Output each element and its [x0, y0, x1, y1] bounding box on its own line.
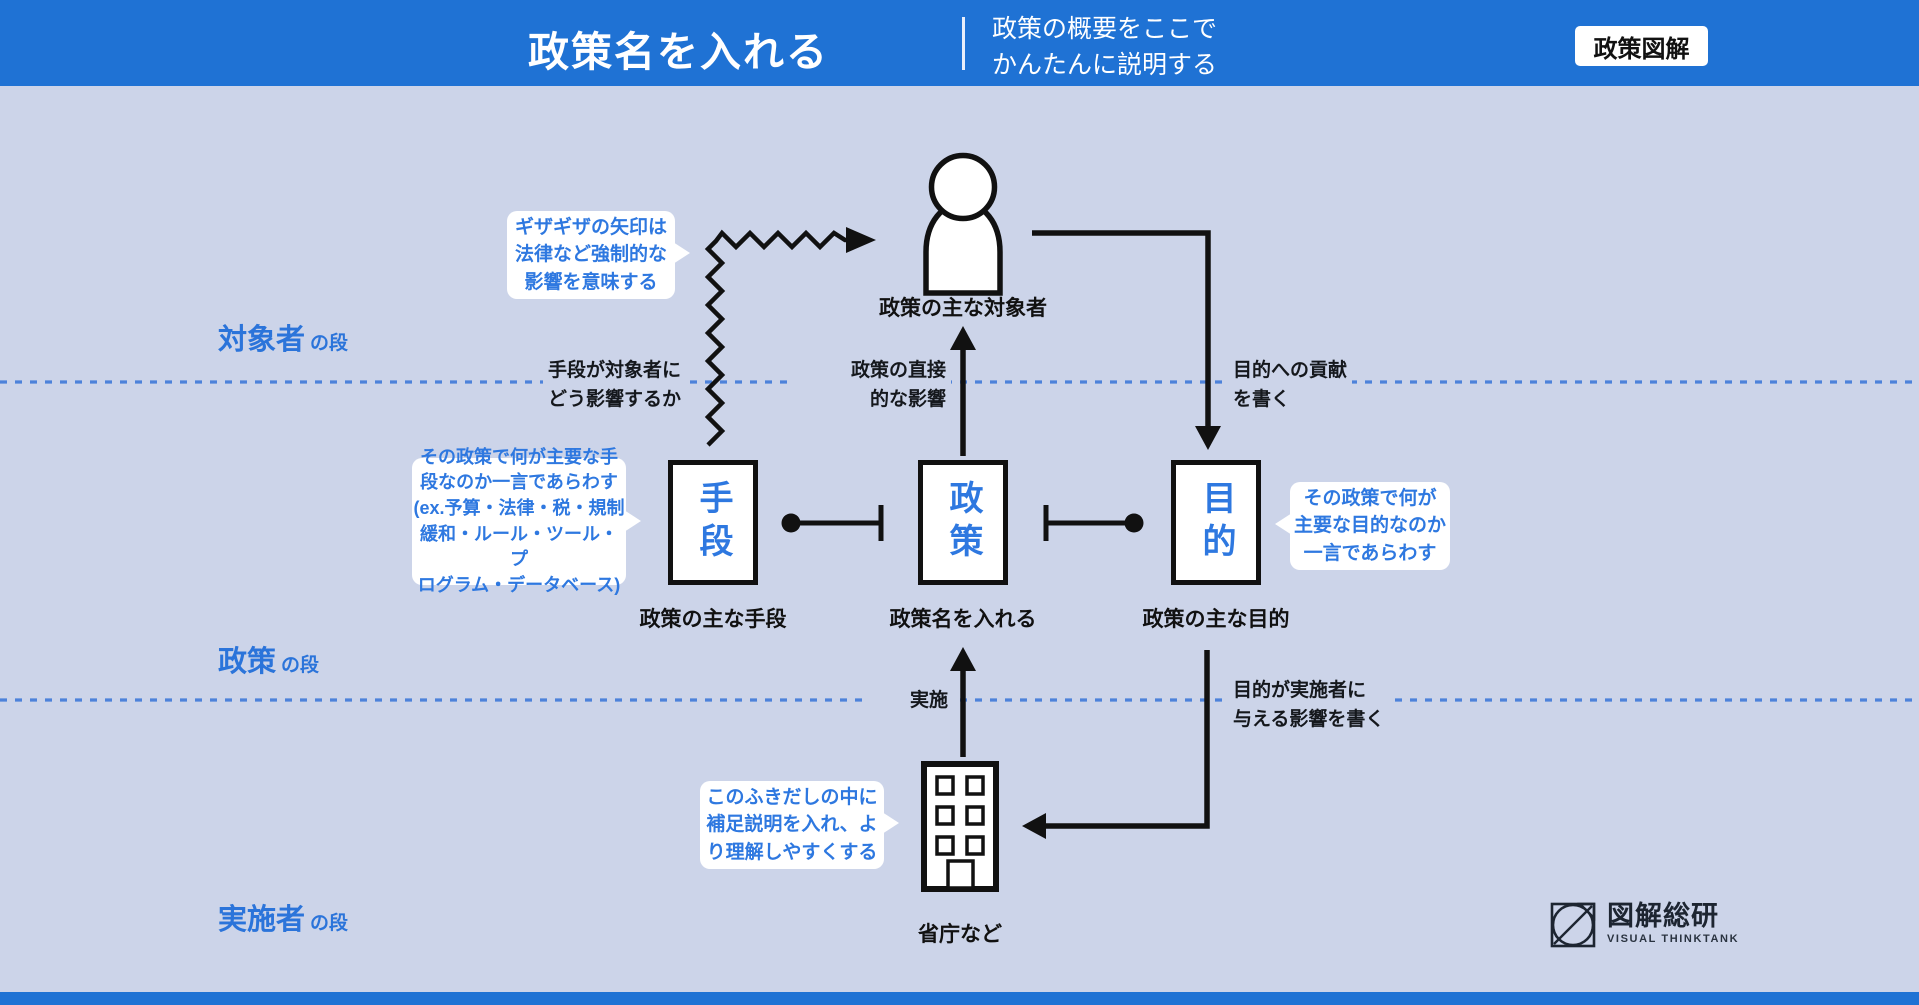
callout-means: その政策で何が主要な手 段なのか一言であらわす (ex.予算・法律・税・規制 緩…	[412, 447, 641, 595]
tier-name: 実施者	[218, 904, 306, 936]
target-to-purpose-arrow	[1032, 230, 1221, 450]
tier-label-implementer: 実施者の段	[218, 896, 348, 938]
means-box: 手段	[668, 460, 758, 585]
footer-bar	[0, 992, 1919, 1005]
callout-tail	[882, 812, 899, 834]
tier-name: 対象者	[218, 324, 306, 356]
callout-tail	[673, 242, 690, 264]
diagram-type-badge: 政策図解	[1575, 26, 1708, 66]
implementer-to-policy-arrow	[950, 647, 976, 757]
tier-label-policy: 政策の段	[218, 638, 319, 680]
callout-zigzag-text: ギザギザの矢印は 法律など強制的な 影響を意味する	[514, 216, 667, 293]
header-bar: 政策名を入れる 政策の概要をここで かんたんに説明する 政策図解	[0, 0, 1919, 86]
edge-label-implement: 実施	[868, 686, 953, 717]
policy-box: 政策	[918, 460, 1008, 585]
building-icon	[921, 761, 999, 892]
tier-suffix: の段	[310, 913, 349, 934]
policy-purpose-connector	[1043, 505, 1144, 541]
logo-name: 図解総研	[1607, 901, 1719, 931]
policy-node-label: 政策名を入れる	[889, 608, 1037, 631]
purpose-box-text: 目的	[1197, 479, 1235, 566]
implementer-node-label: 省庁など	[918, 923, 1002, 946]
page-title: 政策名を入れる	[528, 29, 829, 75]
tier-suffix: の段	[310, 333, 349, 354]
policy-to-target-arrow	[950, 326, 976, 456]
tier-suffix: の段	[281, 655, 320, 676]
visual-thinktank-logo: 図解総研 VISUAL THINKTANK	[1550, 902, 1739, 948]
logo-tagline: VISUAL THINKTANK	[1607, 933, 1740, 946]
callout-implementer: このふきだしの中に 補足説明を入れ、よ り理解しやすくする	[700, 781, 899, 869]
purpose-node-label: 政策の主な目的	[1142, 608, 1290, 631]
policy-box-text: 政策	[944, 479, 982, 566]
callout-purpose: その政策で何が 主要な目的なのか 一言であらわす	[1275, 482, 1450, 570]
purpose-to-implementer-arrow	[1022, 650, 1210, 839]
means-policy-connector	[781, 505, 884, 541]
edge-label-means-to-target: 手段が対象者に どう影響するか	[543, 356, 687, 415]
edge-label-purpose-to-implementer: 目的が実施者に 与える影響を書く	[1228, 676, 1390, 735]
edge-label-policy-to-target: 政策の直接 的な影響	[793, 356, 951, 415]
edge-label-target-to-purpose: 目的への貢献 を書く	[1228, 356, 1353, 415]
person-icon	[914, 150, 1012, 296]
means-node-label: 政策の主な手段	[639, 608, 787, 631]
means-box-text: 手段	[694, 479, 732, 566]
callout-tail	[1275, 513, 1292, 535]
header-divider	[962, 17, 965, 70]
tier-name: 政策	[218, 646, 277, 678]
zukai-soken-mark-icon	[1550, 902, 1596, 948]
callout-purpose-text: その政策で何が 主要な目的なのか 一言であらわす	[1293, 487, 1446, 564]
purpose-box: 目的	[1171, 460, 1261, 585]
callout-means-text: その政策で何が主要な手 段なのか一言であらわす (ex.予算・法律・税・規制 緩…	[413, 446, 625, 595]
tier-label-target: 対象者の段	[218, 316, 348, 358]
page-subtitle: 政策の概要をここで かんたんに説明する	[992, 15, 1218, 79]
callout-zigzag: ギザギザの矢印は 法律など強制的な 影響を意味する	[507, 211, 690, 299]
callout-tail	[624, 510, 641, 532]
target-node-label: 政策の主な対象者	[879, 297, 1047, 320]
callout-implementer-text: このふきだしの中に 補足説明を入れ、よ り理解しやすくする	[706, 786, 878, 863]
